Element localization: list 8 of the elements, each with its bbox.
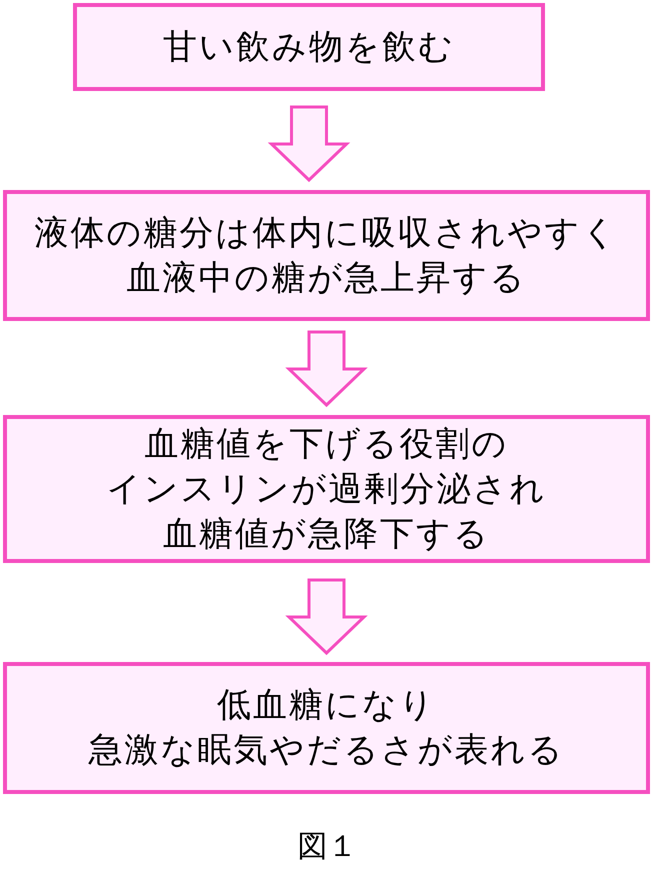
- figure-caption: 図１: [298, 830, 358, 864]
- process-box: 低血糖になり急激な眠気やだるさが表れる: [3, 662, 650, 794]
- arrow: [268, 106, 350, 182]
- process-box: 血糖値を下げる役割のインスリンが過剰分泌され血糖値が急降下する: [3, 415, 650, 563]
- arrow: [285, 578, 368, 656]
- arrow: [285, 330, 368, 408]
- process-box: 液体の糖分は体内に吸収されやすく血液中の糖が急上昇する: [3, 190, 650, 321]
- process-box: 甘い飲み物を飲む: [73, 3, 545, 91]
